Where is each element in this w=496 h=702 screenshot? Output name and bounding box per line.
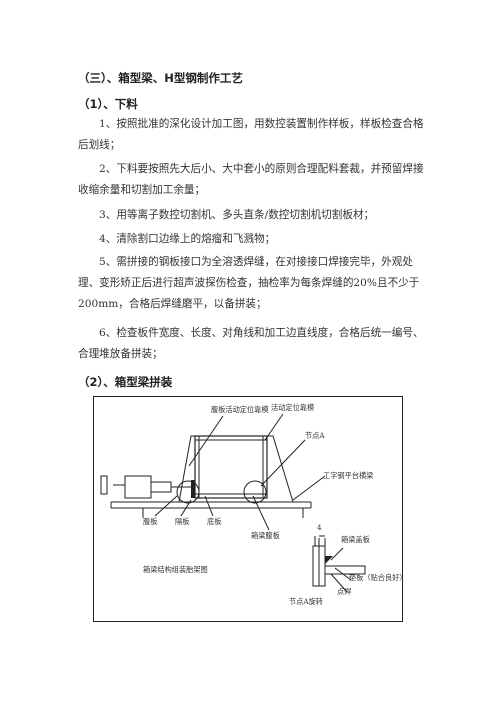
leader-line (330, 573, 348, 593)
leader-line (334, 567, 352, 581)
leader-line (264, 413, 284, 441)
clamp-pad (191, 480, 195, 498)
label-i-beam-platform: 工字钢平台横梁 (323, 471, 373, 480)
label-box-cover: 箱梁盖板 (341, 535, 370, 544)
leader-line (330, 547, 344, 561)
label-web-plate: 腹板 (143, 517, 157, 526)
label-box-web: 箱梁腹板 (251, 531, 280, 540)
leader-line (154, 495, 178, 517)
label-bottom-plate: 底板 (207, 517, 221, 526)
handwheel (100, 475, 108, 495)
leader-line (188, 415, 224, 467)
label-node-a: 节点A (305, 431, 325, 440)
section-title: （三）、箱型梁、H型钢制作工艺 (78, 71, 243, 85)
label-dimension: 4 (317, 523, 322, 532)
paragraph-1: 1、按照批准的深化设计加工图，用数控装置制作样板，样板检查合格后划线； (78, 118, 424, 151)
label-backing-plate: 垫板（贴合良好） (349, 573, 403, 582)
leader-line (204, 495, 214, 517)
label-diaphragm: 隔板 (175, 517, 189, 526)
paragraph-4: 4、清除割口边缘上的熔瘤和飞溅物； (99, 233, 276, 245)
figure-frame (93, 396, 403, 622)
paragraph-6: 6、检查板件宽度、长度、对角线和加工边直线度，合格后统一编号、合理堆放备拼装； (78, 327, 424, 360)
subsection-title-assembly: （2）、箱型梁拼装 (78, 375, 173, 389)
label-web-movable-mold: 腹板活动定位靠模 (211, 405, 269, 414)
subsection-title-cutting: （1）、下料 (78, 97, 138, 111)
paragraph-2: 2、下料要按照先大后小、大中套小的原则合理配料套裁，并预留焊接收缩余量和切割加工… (78, 163, 424, 196)
label-spot-weld: 点焊 (337, 587, 351, 596)
leader-line (260, 439, 306, 487)
spot-weld-mark (325, 556, 333, 564)
paragraph-5: 5、需拼接的钢板接口为全溶透焊缝，在对接接口焊接完毕，外观处理、变形矫正后进行超… (78, 256, 420, 310)
label-node-a-rotate: 节点A旋转 (289, 597, 323, 606)
box-beam-assembly-figure: 腹板活动定位靠模 活动定位靠模 节点A 工字钢平台横梁 腹板 隔板 底板 箱梁腹… (93, 396, 403, 622)
leader-line (292, 475, 326, 501)
figure-caption: 箱梁结构组装胎架图 (143, 565, 208, 574)
node-a-circle-left (176, 480, 200, 504)
node-a-circle-right (243, 480, 267, 504)
label-movable-mold: 活动定位靠模 (271, 403, 314, 412)
detail-backing-plate (324, 565, 366, 575)
leader-line (180, 499, 192, 517)
paragraph-3: 3、用等离子数控切割机、多头直条/数控切割机切割板材； (99, 209, 375, 221)
leader-line (252, 495, 270, 531)
box-beam (194, 435, 268, 499)
